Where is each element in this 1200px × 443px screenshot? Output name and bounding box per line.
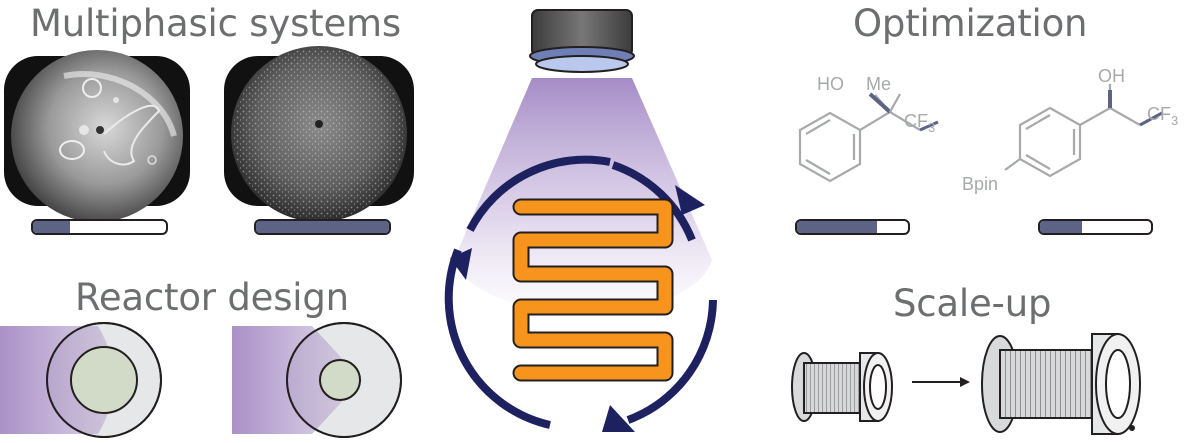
hydroxyl-label: OH — [1098, 66, 1125, 86]
serpentine-channel-icon — [512, 198, 674, 382]
boronate-label: Bpin — [962, 174, 998, 194]
multiphasic-title: Multiphasic systems — [30, 2, 401, 45]
optimization-progress-bar-1 — [795, 219, 910, 235]
loop-arrowheads — [450, 185, 705, 432]
multiphasic-progress-bar-2 — [254, 219, 391, 235]
reactor-small — [791, 352, 893, 422]
reactor-large — [981, 333, 1141, 435]
hydroxyl-label: HO — [817, 74, 844, 94]
multiphasic-progress-bar-1 — [31, 219, 168, 235]
molecule-phenyl-trifluoro: HO Me CF3 — [798, 74, 939, 183]
reactor-cross-section-thick — [0, 322, 162, 438]
methyl-label: Me — [866, 74, 891, 94]
progress-fill — [33, 221, 71, 233]
progress-fill — [797, 221, 877, 233]
scale-up-title: Scale-up — [893, 282, 1052, 325]
multiphasic-photo-emulsion — [224, 46, 414, 222]
recirculation-loop-icon — [444, 155, 717, 429]
optimization-progress-bar-2 — [1038, 219, 1153, 235]
progress-fill — [256, 221, 389, 233]
molecule-bpin-trifluoro: OH CF3 Bpin — [962, 66, 1178, 194]
photoreactor-setup — [444, 9, 717, 432]
multiphasic-photo-droplets — [4, 50, 190, 222]
reactor-cross-section-thin — [232, 322, 402, 438]
arrow-right-icon — [912, 377, 970, 387]
reactor-design-title: Reactor design — [75, 276, 349, 319]
progress-fill — [1040, 221, 1083, 233]
trifluoromethyl-label: CF3 — [1147, 104, 1178, 128]
trifluoromethyl-label: CF3 — [904, 111, 935, 135]
uv-lamp-icon — [529, 9, 635, 73]
optimization-title: Optimization — [853, 2, 1088, 45]
